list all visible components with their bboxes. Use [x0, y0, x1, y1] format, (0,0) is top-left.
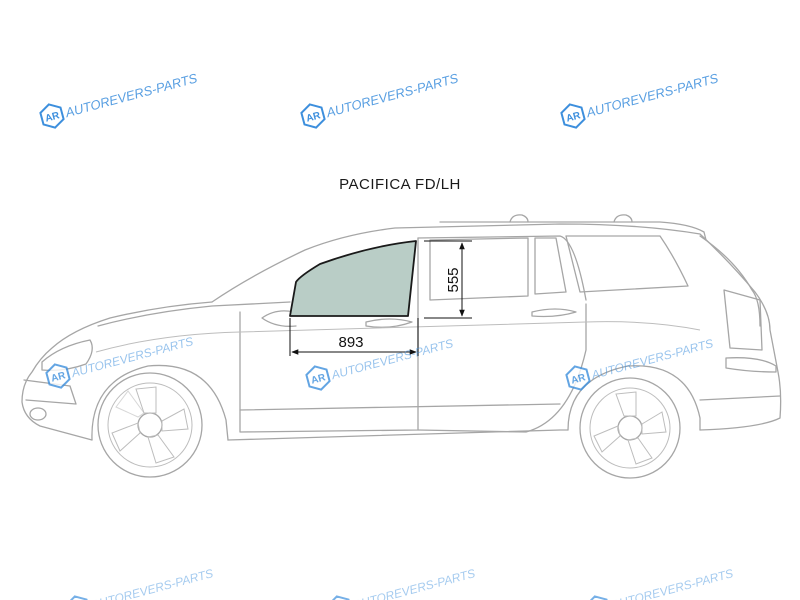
watermark: AUTOREVERS-PARTS: [298, 70, 460, 132]
watermark-logo-icon: [63, 592, 93, 600]
watermark-text: AUTOREVERS-PARTS: [584, 70, 720, 120]
watermark-text: AUTOREVERS-PARTS: [609, 566, 735, 600]
watermark-text: AUTOREVERS-PARTS: [351, 566, 477, 600]
dimension-width: [289, 318, 419, 356]
watermark: AUTOREVERS-PARTS: [43, 334, 195, 392]
watermark-text: AUTOREVERS-PARTS: [589, 336, 715, 382]
watermark-logo-icon: [583, 592, 613, 600]
dimension-height: [424, 240, 472, 319]
watermark-logo-icon: [558, 100, 588, 132]
watermark-logo-icon: [563, 362, 593, 394]
width-dimension-label: 893: [338, 334, 363, 351]
watermark-text: AUTOREVERS-PARTS: [89, 566, 215, 600]
watermark: AUTOREVERS-PARTS: [303, 336, 455, 394]
car-outline: [21, 214, 782, 479]
watermark-logo-icon: [37, 100, 67, 132]
watermark-text: AUTOREVERS-PARTS: [324, 70, 460, 120]
watermark: AUTOREVERS-PARTS: [583, 566, 735, 600]
watermark: AUTOREVERS-PARTS: [37, 70, 199, 132]
watermark-logo-icon: [298, 100, 328, 132]
watermark-logo-icon: [303, 362, 333, 394]
height-dimension-label: 555: [445, 267, 462, 292]
front-door-glass: [289, 240, 417, 317]
watermark: AUTOREVERS-PARTS: [558, 70, 720, 132]
watermark: AUTOREVERS-PARTS: [63, 566, 215, 600]
watermark-text: AUTOREVERS-PARTS: [63, 70, 199, 120]
diagram-title: PACIFICA FD/LH: [339, 176, 461, 193]
watermark: AUTOREVERS-PARTS: [563, 336, 715, 394]
watermark-logo-icon: [325, 592, 355, 600]
watermark: AUTOREVERS-PARTS: [325, 566, 477, 600]
